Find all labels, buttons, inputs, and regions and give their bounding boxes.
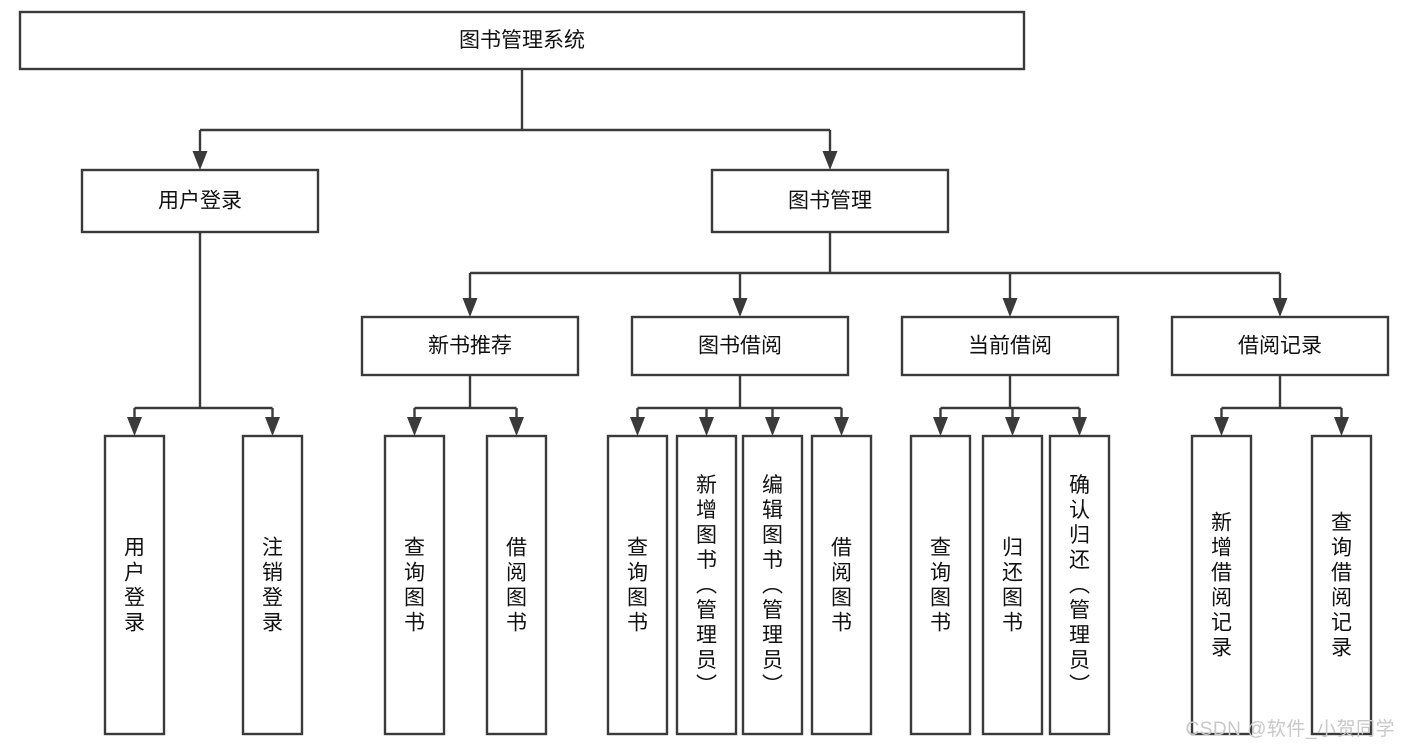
- node-root-system[interactable]: 图书管理系统: [18, 10, 1026, 71]
- node-book-borrow-box: [630, 315, 850, 377]
- node-leaf-query-book-1-box: [383, 434, 446, 736]
- node-leaf-query-book-3[interactable]: 查询图书: [909, 434, 972, 736]
- node-leaf-borrow-book-1-box: [485, 434, 548, 736]
- arrow-head-icon: [822, 151, 838, 170]
- node-leaf-edit-book[interactable]: 编辑图书︵管理员︶: [741, 434, 804, 736]
- node-leaf-edit-book-box: [741, 434, 804, 736]
- node-leaf-confirm-return[interactable]: 确认归还︵管理员︶: [1048, 434, 1111, 736]
- node-book-manage-label: 图书管理: [788, 190, 872, 213]
- node-new-book-rec-box: [360, 315, 580, 377]
- connectors-layer: [127, 69, 1349, 436]
- node-leaf-add-record[interactable]: 新增借阅记录: [1190, 434, 1253, 736]
- node-root-system-label: 图书管理系统: [459, 29, 585, 52]
- node-borrow-record-box: [1170, 315, 1390, 377]
- node-leaf-query-record[interactable]: 查询借阅记录: [1310, 434, 1373, 736]
- node-leaf-user-logout-label: 注销登录: [262, 537, 283, 635]
- arrow-head-icon: [1005, 417, 1020, 436]
- node-leaf-borrow-book-2-label: 借阅图书: [831, 537, 852, 635]
- node-leaf-return-book[interactable]: 归还图书: [981, 434, 1044, 736]
- node-leaf-query-book-2[interactable]: 查询图书: [606, 434, 669, 736]
- arrow-head-icon: [933, 417, 948, 436]
- node-current-borrow-label: 当前借阅: [968, 335, 1052, 358]
- arrow-head-icon: [732, 298, 748, 317]
- arrow-head-icon: [1214, 417, 1229, 436]
- nodes-layer: 图书管理系统用户登录图书管理新书推荐图书借阅当前借阅借阅记录用户登录注销登录查询…: [18, 10, 1390, 736]
- node-borrow-record[interactable]: 借阅记录: [1170, 315, 1390, 377]
- arrow-head-icon: [765, 417, 780, 436]
- arrow-head-icon: [462, 298, 478, 317]
- arrow-head-icon: [1072, 417, 1087, 436]
- node-new-book-rec[interactable]: 新书推荐: [360, 315, 580, 377]
- arrow-head-icon: [407, 417, 422, 436]
- node-leaf-user-logout-box: [241, 434, 304, 736]
- node-user-login[interactable]: 用户登录: [80, 168, 320, 234]
- node-leaf-borrow-book-1-label: 借阅图书: [506, 537, 527, 635]
- arrow-head-icon: [1272, 298, 1288, 317]
- arrow-head-icon: [834, 417, 849, 436]
- node-leaf-user-login-box: [103, 434, 166, 736]
- watermark-text: CSDN @软件_小贺同学: [1185, 719, 1395, 740]
- node-leaf-add-book-label: 新增图书︵管理员︶: [696, 474, 717, 697]
- node-leaf-return-book-box: [981, 434, 1044, 736]
- node-book-borrow-label: 图书借阅: [698, 335, 782, 358]
- node-current-borrow-box: [900, 315, 1120, 377]
- node-book-manage[interactable]: 图书管理: [710, 168, 950, 234]
- arrow-head-icon: [1002, 298, 1018, 317]
- node-leaf-query-record-label: 查询借阅记录: [1331, 512, 1352, 660]
- node-leaf-query-book-3-box: [909, 434, 972, 736]
- node-leaf-add-book[interactable]: 新增图书︵管理员︶: [675, 434, 738, 736]
- node-leaf-query-book-1-label: 查询图书: [404, 537, 425, 635]
- node-user-login-label: 用户登录: [158, 190, 242, 213]
- arrow-head-icon: [265, 417, 280, 436]
- node-current-borrow[interactable]: 当前借阅: [900, 315, 1120, 377]
- node-leaf-user-login-label: 用户登录: [124, 537, 145, 635]
- arrow-head-icon: [630, 417, 645, 436]
- node-user-login-box: [80, 168, 320, 234]
- node-new-book-rec-label: 新书推荐: [428, 335, 512, 358]
- node-leaf-add-record-label: 新增借阅记录: [1211, 512, 1232, 660]
- node-leaf-borrow-book-2[interactable]: 借阅图书: [810, 434, 873, 736]
- node-leaf-return-book-label: 归还图书: [1002, 537, 1023, 635]
- node-borrow-record-label: 借阅记录: [1238, 335, 1322, 358]
- node-book-manage-box: [710, 168, 950, 234]
- arrow-head-icon: [192, 151, 208, 170]
- arrow-head-icon: [1334, 417, 1349, 436]
- node-book-borrow[interactable]: 图书借阅: [630, 315, 850, 377]
- node-leaf-query-book-3-label: 查询图书: [930, 537, 951, 635]
- node-leaf-borrow-book-2-box: [810, 434, 873, 736]
- node-root-system-box: [18, 10, 1026, 71]
- node-leaf-user-login[interactable]: 用户登录: [103, 434, 166, 736]
- node-leaf-confirm-return-box: [1048, 434, 1111, 736]
- node-leaf-query-book-2-label: 查询图书: [627, 537, 648, 635]
- arrow-head-icon: [699, 417, 714, 436]
- node-leaf-query-book-1[interactable]: 查询图书: [383, 434, 446, 736]
- node-leaf-user-logout[interactable]: 注销登录: [241, 434, 304, 736]
- node-leaf-query-book-2-box: [606, 434, 669, 736]
- arrow-head-icon: [127, 417, 142, 436]
- node-leaf-query-record-box: [1310, 434, 1373, 736]
- node-leaf-add-book-box: [675, 434, 738, 736]
- node-leaf-confirm-return-label: 确认归还︵管理员︶: [1069, 474, 1090, 697]
- node-leaf-borrow-book-1[interactable]: 借阅图书: [485, 434, 548, 736]
- node-leaf-edit-book-label: 编辑图书︵管理员︶: [762, 474, 783, 697]
- arrow-head-icon: [509, 417, 524, 436]
- node-leaf-add-record-box: [1190, 434, 1253, 736]
